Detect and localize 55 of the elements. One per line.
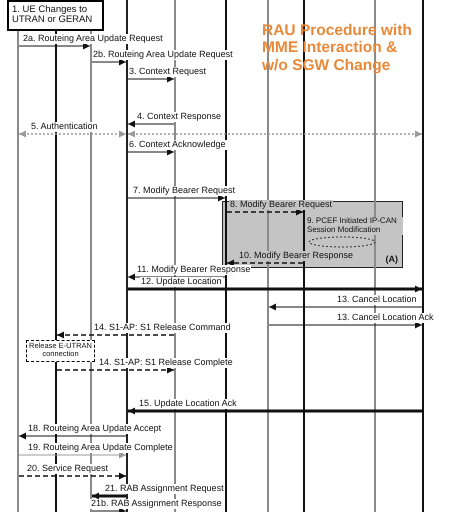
message-label: 19. Routeing Area Update Complete xyxy=(27,443,174,453)
group-label: (A) xyxy=(386,255,398,265)
message-label: 11. Modify Bearer Response xyxy=(136,265,252,275)
message-label: 2b. Routeing Area Update Request xyxy=(92,50,234,60)
message-arrow xyxy=(128,408,422,414)
message-arrow xyxy=(128,274,226,280)
message-arrow xyxy=(128,194,226,202)
message-label: 3. Context Request xyxy=(128,67,208,77)
lifeline xyxy=(422,0,424,512)
message-label: 13. Cancel Location Ack xyxy=(336,313,435,323)
message-label: 15. Update Location Ack xyxy=(138,399,238,409)
message-arrow xyxy=(268,322,422,328)
message-label: 4. Context Response xyxy=(136,112,222,122)
message-label: 18. Routeing Area Update Accept xyxy=(27,424,162,434)
message-arrow xyxy=(57,332,174,338)
message-arrow xyxy=(227,208,303,216)
procedure-text: 9. PCEF Initiated IP-CAN Session Modification xyxy=(307,217,403,235)
message-arrow xyxy=(92,58,126,66)
message-arrow xyxy=(128,130,422,138)
message-arrow xyxy=(92,492,126,500)
message-label: 13. Cancel Location xyxy=(336,295,418,305)
step-box xyxy=(7,0,104,31)
message-arrow xyxy=(92,508,126,512)
message-label: 14. S1-AP: S1 Release Command xyxy=(93,323,232,333)
lifeline xyxy=(374,0,376,512)
lifeline xyxy=(17,31,19,512)
message-label: 21b. RAB Assignment Response xyxy=(90,499,223,509)
lifeline xyxy=(267,0,269,512)
message-arrow xyxy=(128,286,422,292)
message-arrow xyxy=(57,366,174,374)
message-label: 12. Update Location xyxy=(140,277,223,287)
procedure-ellipse xyxy=(307,217,403,248)
message-arrow xyxy=(18,42,90,50)
lifeline xyxy=(303,0,305,512)
message-label: 20. Service Request xyxy=(26,464,110,474)
message-label: 10. Modify Bearer Response xyxy=(238,251,354,261)
message-arrow xyxy=(128,148,174,156)
message-label: 7. Modify Bearer Request xyxy=(132,186,236,196)
message-label: 21. RAB Assignment Request xyxy=(104,484,225,494)
message-arrow xyxy=(18,452,126,458)
message-label: 5. Authentication xyxy=(30,122,99,132)
step-text: 1. UE Changes to UTRAN or GERAN xyxy=(12,5,94,26)
message-label: 6. Context Acknowledge xyxy=(128,140,227,150)
note-box xyxy=(26,340,95,362)
message-arrow xyxy=(18,432,126,440)
message-label: 8. Modify Bearer Request xyxy=(229,200,334,210)
message-arrow xyxy=(227,260,303,266)
message-label: 14. S1-AP: S1 Release Complete xyxy=(98,358,234,368)
message-arrow xyxy=(19,472,126,480)
message-arrow xyxy=(19,130,126,138)
message-arrow xyxy=(268,304,422,310)
message-arrow xyxy=(128,120,174,128)
message-label: 2a. Routeing Area Update Request xyxy=(22,34,164,44)
message-arrow xyxy=(128,76,174,82)
lifeline xyxy=(225,0,227,512)
